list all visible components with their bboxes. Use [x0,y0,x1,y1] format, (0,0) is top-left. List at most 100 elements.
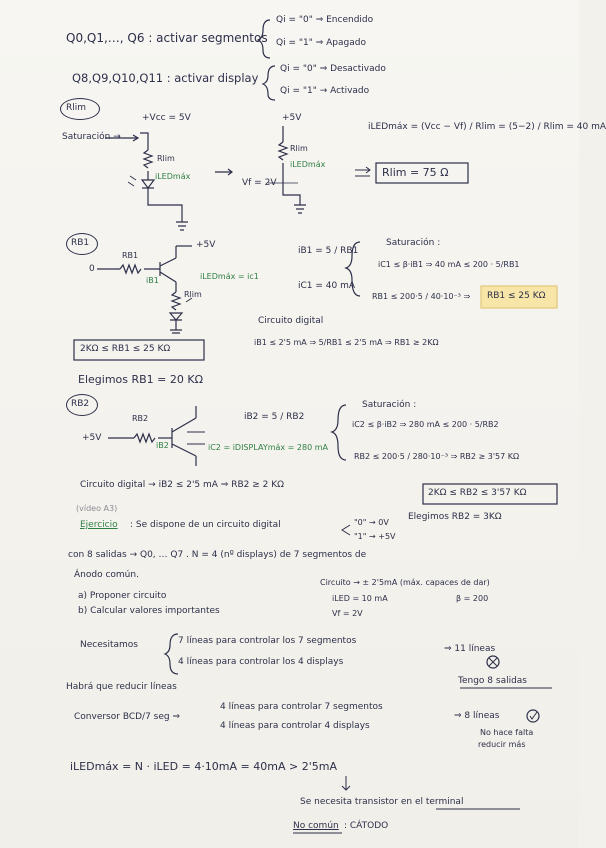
ground-2 [294,204,306,214]
range1: 2KΩ ≤ RB1 ≤ 25 KΩ [80,344,171,354]
brace-display [261,65,276,101]
transistor-2 [171,417,197,457]
q0q6-line: Q0,Q1,…, Q6 : activar segmentos [66,31,268,45]
circuito-digital-1: Circuito digital [258,316,324,326]
nec-2: 4 líneas para controlar los 4 displays [178,657,344,667]
vf-label: Vf = 2V [242,178,277,188]
ib2-label: iB2 [156,441,169,450]
tengo-8: Tengo 8 salidas [458,676,527,686]
ej-line3: Ánodo común. [74,570,139,580]
iled-equation: iLEDmáx = (Vcc − Vf) / Rlim = (5−2) / Rl… [368,122,606,132]
nec-1: 7 líneas para controlar los 7 segmentos [178,636,357,646]
iled-label-1: iLEDmáx [155,172,191,181]
ej-iled: iLED = 10 mA [332,594,388,603]
ej-a: a) Proponer circuito [78,591,167,601]
brace-segments [256,19,271,59]
rlim-result-box [375,162,469,184]
choose2: Elegimos RB2 = 3KΩ [408,512,502,522]
x-mark [486,655,500,669]
iled-final: iLEDmáx = N · iLED = 4·10mA = 40mA > 2'5… [70,760,337,773]
rb2-tag-circle [66,394,98,416]
necesitamos: Necesitamos [80,640,138,650]
rlim-resistor-1 [142,149,154,169]
check-mark [526,709,540,723]
ej-0v: "0" → 0V [354,518,389,527]
reducir-mas: reducir más [478,740,526,749]
ej-beta: β = 200 [456,594,489,603]
ej-circuito: Circuito → ± 2'5mA (máx. capaces de dar) [320,578,490,587]
q8q11-line: Q8,Q9,Q10,Q11 : activar display [72,71,259,85]
catodo: : CÁTODO [344,821,389,831]
vcc-wire-1 [140,132,149,150]
sat1-result: RB1 ≤ 25 KΩ [487,291,546,301]
rlim-label-3: Rlim [184,290,202,299]
rb1-resistor [119,263,142,275]
rb2-resistor [133,432,156,444]
circuito-digital-2: Circuito digital → iB2 ≤ 2'5 mA ⇒ RB2 ≥ … [80,480,284,490]
ib2-equation: iB2 = 5 / RB2 [244,412,305,422]
rlim-resistor-2 [277,141,289,161]
vcc-label: +Vcc = 5V [142,113,191,123]
iled-label-2: iLEDmáx [290,160,326,169]
rb1-resistor-label: RB1 [122,251,139,260]
plus5-label-c: +5V [82,433,102,443]
led-1 [140,179,156,189]
rlim-tag: Rlim [66,103,87,113]
sat1-b: RB1 ≤ 200·5 / 40·10⁻³ ⇒ [372,292,471,301]
ej-line2: con 8 salidas → Q0, … Q7 . N = 4 (nº dis… [68,550,367,560]
sat2-a: iC2 ≤ β·iB2 ⇒ 280 mA ≤ 200 · 5/RB2 [352,420,499,429]
ic1-equation: iC1 = 40 mA [298,281,356,291]
brace-necesitamos [163,633,179,675]
rb1-highlight [480,285,558,309]
sat1-a: iC1 ≤ β·iB1 ⇒ 40 mA ≤ 200 · 5/RB1 [378,260,520,269]
ground-3 [170,329,182,334]
rb1-tag-circle [66,233,98,255]
ej-5v: "1" → +5V [354,532,396,541]
input-zero: 0 [89,264,95,274]
video-note: (vídeo A3) [76,504,118,513]
sat2-b: RB2 ≤ 200·5 / 280·10⁻³ ⇒ RB2 ≥ 3'57 KΩ [354,452,520,461]
conv-2: 4 líneas para controlar 4 displays [220,721,370,731]
ejercicio-text: : Se dispone de un circuito digital [130,520,281,530]
brace-rb2 [330,404,347,461]
rlim-label-2: Rlim [290,144,308,153]
nec-result: ⇒ 11 líneas [444,644,496,654]
rb2-resistor-label: RB2 [132,414,149,423]
rlim-resistor-3 [170,291,182,311]
rb1-tag: RB1 [71,238,90,248]
range1-box [73,339,205,361]
range2-box [422,483,558,505]
q8-on: Qi = "1" → Activado [280,86,370,96]
reducir: Habrá que reducir líneas [66,682,177,692]
q8-off: Qi = "0" ⇒ Desactivado [280,64,386,74]
no-comun: No común [293,821,339,831]
led-2 [168,312,184,321]
conv-result: ⇒ 8 líneas [454,711,500,721]
ib1-equation: iB1 = 5 / RB1 [298,246,359,256]
conv-1: 4 líneas para controlar 7 segmentos [220,702,383,712]
q0q6-off: Qi = "1" ⇒ Apagado [276,38,366,48]
ic1-label: iLEDmáx = ic1 [200,272,259,281]
brace-rb1 [344,241,361,297]
sat1-title: Saturación : [386,238,441,248]
ej-vf: Vf = 2V [332,609,363,618]
rb2-tag: RB2 [71,399,90,409]
transistor-note: Se necesita transistor en el terminal [300,797,464,807]
ic2-label: iC2 = iDISPLAYmáx = 280 mA [208,443,329,452]
ej-b: b) Calcular valores importantes [78,606,220,616]
sat2-title: Saturación : [362,400,417,410]
range2: 2KΩ ≤ RB2 ≤ 3'57 KΩ [428,488,527,498]
plus5-label-a: +5V [282,113,302,123]
ib1-limit: iB1 ≤ 2'5 mA ⇒ 5/RB1 ≤ 2'5 mA ⇒ RB1 ≥ 2K… [254,338,439,347]
plus5-label-b: +5V [196,240,216,250]
ib1-label: iB1 [146,276,159,285]
rlim-result: Rlim = 75 Ω [382,166,449,179]
conversor: Conversor BCD/7 seg ⇒ [74,712,181,722]
choose1: Elegimos RB1 = 20 KΩ [78,373,203,386]
circuit-diagrams [73,19,558,834]
rlim-tag-circle [60,98,100,120]
saturacion-label: Saturación → [62,132,121,142]
q0q6-on: Qi = "0" ⇒ Encendido [276,15,374,25]
no-hace-falta: No hace falta [480,728,534,737]
